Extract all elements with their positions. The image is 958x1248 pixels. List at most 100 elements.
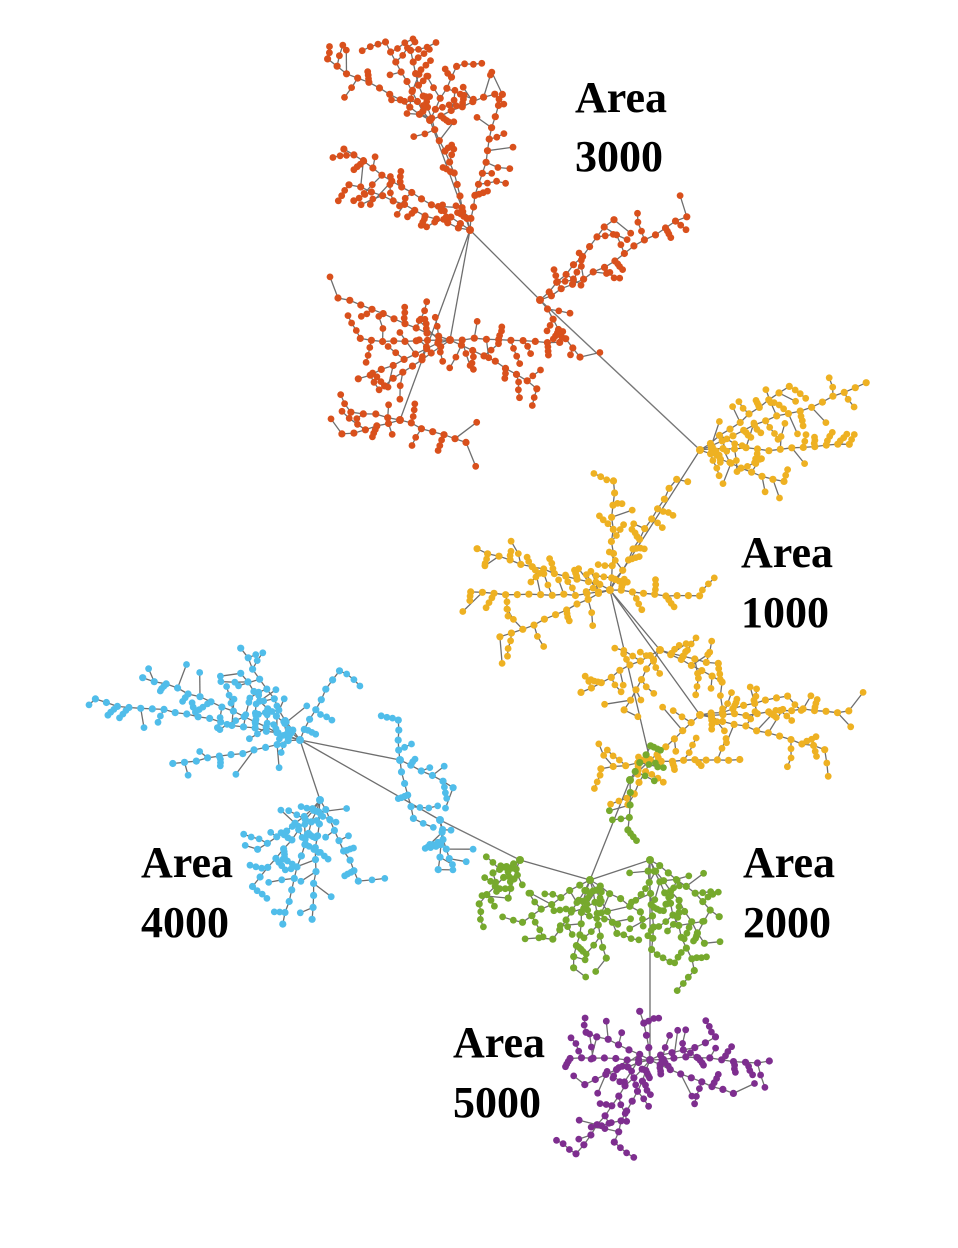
area-1000-node: [739, 404, 747, 412]
area-4000-node: [140, 724, 148, 731]
area-4000-node: [346, 856, 354, 864]
area-4000-node: [383, 713, 391, 721]
area-1000-node: [592, 578, 600, 586]
area-3000-node: [491, 90, 499, 98]
area-3000-node: [371, 153, 379, 161]
area-3000-node: [482, 335, 490, 343]
area-5000-node: [628, 1067, 635, 1075]
area-5000-node: [602, 1017, 610, 1025]
area-4000-node: [246, 694, 254, 702]
area-2000-node: [568, 906, 576, 914]
area-5000-node: [708, 1028, 715, 1036]
area-3000-node: [578, 262, 585, 270]
area-1000-node: [799, 422, 807, 430]
area-2000-node: [475, 900, 483, 908]
area-1000-node: [560, 590, 568, 598]
area-2000-node: [682, 882, 690, 891]
area-1000-node: [784, 763, 791, 771]
area-5000-node: [602, 1101, 610, 1108]
area-5000-node: [587, 1123, 595, 1131]
area-3000-node: [619, 266, 626, 273]
area-3000-node: [436, 94, 444, 102]
area-5000-node: [753, 1059, 762, 1067]
area-3000-node: [451, 86, 459, 94]
area-5000-node: [661, 1044, 669, 1051]
area-1000-node: [713, 464, 721, 472]
area-1000-node: [660, 495, 669, 503]
area-2000-node: [507, 884, 515, 893]
area-2000-node: [518, 881, 526, 889]
area-1000-node: [740, 701, 748, 710]
area-1000-node: [750, 419, 758, 427]
area-1000-node: [850, 431, 858, 438]
area-1000-node: [726, 425, 734, 433]
area-3000-node: [447, 106, 455, 115]
area-2000-node: [556, 906, 564, 914]
area-1000-node: [667, 651, 675, 659]
area-5000-node: [701, 1039, 710, 1047]
area-2000-node: [627, 915, 634, 923]
area-4000-node: [237, 644, 245, 652]
area-2000-node: [694, 930, 701, 938]
area-3000-node: [387, 48, 395, 56]
area-3000-node: [355, 194, 363, 202]
area-1000-node: [788, 444, 796, 452]
area-4000-node: [276, 735, 283, 743]
area-4000-node: [85, 701, 93, 709]
area-2000-node: [675, 903, 683, 911]
area-1000-node: [641, 525, 649, 533]
area-3000-node: [326, 49, 333, 57]
area-1000-node: [707, 685, 715, 692]
area-1000-node: [766, 424, 774, 431]
area-1000-node: [628, 506, 636, 514]
area-1000-node: [537, 591, 545, 599]
area-1000-node: [640, 545, 648, 553]
area-5000-node: [582, 1028, 590, 1036]
area-1000-node: [780, 405, 787, 413]
area-1000-node: [590, 470, 598, 477]
area-1000-node: [657, 757, 665, 765]
area-3000-node: [529, 372, 537, 380]
area-1000-node: [620, 650, 627, 658]
area-2000-node: [562, 905, 570, 913]
area-1000-node: [552, 611, 560, 619]
area-1000-node: [752, 397, 760, 404]
area-3000-node: [487, 71, 494, 79]
area-2000-node: [581, 886, 589, 895]
area-1000-node: [620, 521, 627, 529]
area-1000-node: [794, 430, 801, 438]
area-2000-node: [673, 876, 681, 884]
area-2000-hub-node: [586, 876, 594, 884]
area-4000-node: [273, 741, 281, 749]
area-1000-twig: [604, 699, 631, 705]
area-1000-node: [626, 661, 634, 669]
area-3000-node: [586, 243, 594, 251]
area-5000-node: [749, 1071, 756, 1079]
area-1000-node: [746, 683, 754, 691]
area-1000-node: [848, 436, 855, 443]
area-1000-node: [678, 713, 686, 721]
area-1000-node: [588, 609, 596, 616]
area-4000-hub-node: [296, 736, 304, 744]
area-5000-node: [553, 1136, 560, 1144]
area-2000-node: [657, 746, 664, 754]
area-5000-node: [714, 1071, 722, 1078]
area-3000-node: [345, 181, 353, 189]
area-3000-node: [341, 187, 349, 194]
area-4000-node: [116, 714, 123, 722]
area-1000-node: [592, 572, 600, 580]
area-5000-node: [691, 1100, 698, 1108]
area-4000-node: [227, 699, 235, 707]
area-1000-node: [797, 707, 805, 714]
area-1000-node: [718, 744, 726, 752]
area-3000-node: [493, 133, 501, 141]
area-3000-twig: [487, 146, 514, 152]
area-3000-node: [432, 215, 441, 223]
area-2000-node: [675, 896, 683, 904]
area-3000-node: [394, 45, 401, 52]
area-2000-node: [642, 751, 650, 759]
area-3000-node: [569, 344, 577, 352]
area-4000-twig: [176, 664, 188, 689]
area-4000-node: [248, 882, 257, 891]
area-5000-node: [635, 1056, 643, 1064]
